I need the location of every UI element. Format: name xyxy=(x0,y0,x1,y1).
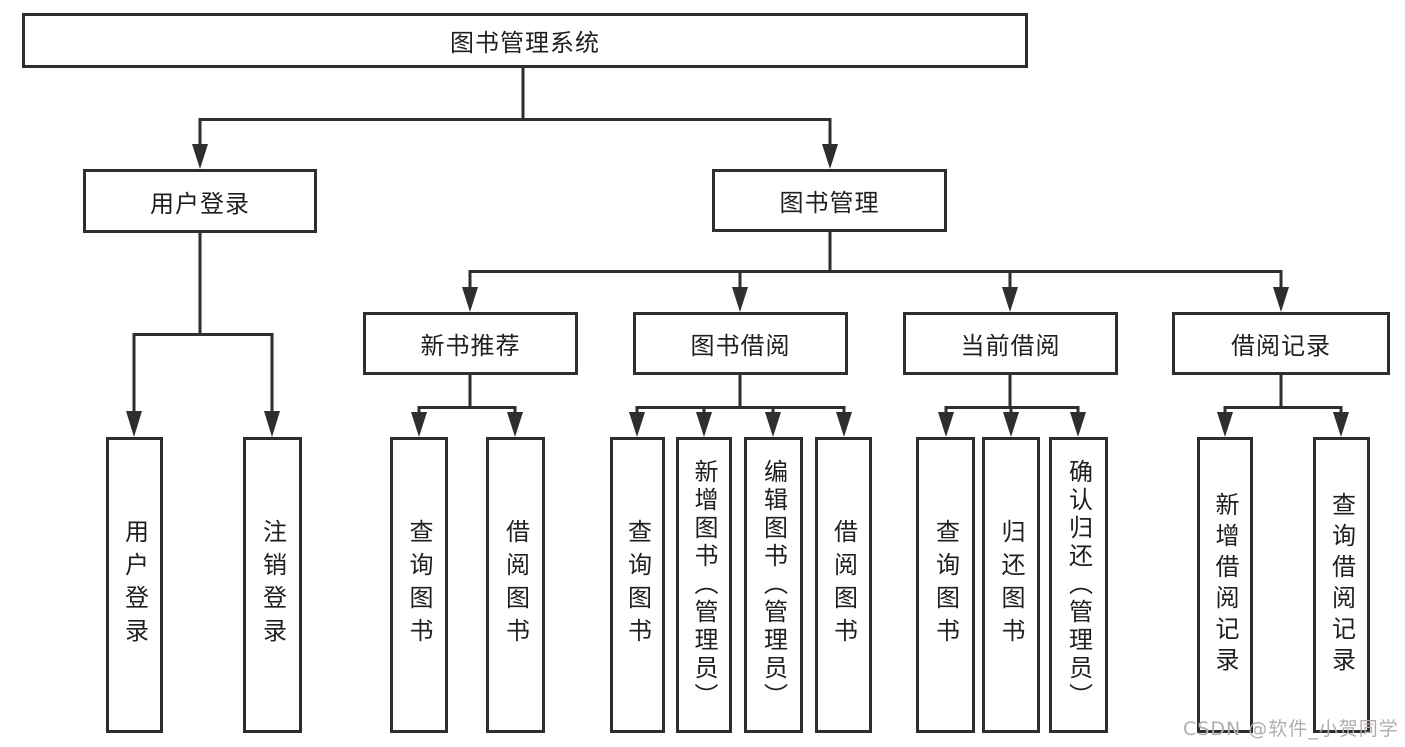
leaf-label: 查询图书 xyxy=(405,519,433,651)
leaf-borrow-books: 借阅图书 xyxy=(486,437,545,733)
leaf-label: 借阅图书 xyxy=(501,519,530,651)
node-label: 图书管理系统 xyxy=(450,29,600,57)
csdn-watermark: CSDN @软件_小贺同学 xyxy=(1183,718,1399,740)
leaf-query-borrow-record: 查询借阅记录 xyxy=(1313,437,1370,733)
node-label: 借阅记录 xyxy=(1231,332,1331,360)
leaf-edit-books-admin: 编辑图书（管理员） xyxy=(744,437,803,733)
leaf-label: 新增图书（管理员） xyxy=(690,459,718,711)
leaf-confirm-return-admin: 确认归还（管理员） xyxy=(1049,437,1108,733)
leaf-borrow-books: 借阅图书 xyxy=(815,437,872,733)
leaf-user-login: 用户登录 xyxy=(106,437,163,733)
node-label: 用户登录 xyxy=(150,189,250,218)
leaf-label: 注销登录 xyxy=(258,519,287,651)
node-borrowing-records: 借阅记录 xyxy=(1172,312,1390,375)
node-current-borrowing: 当前借阅 xyxy=(903,312,1118,375)
node-label: 图书借阅 xyxy=(690,332,791,360)
leaf-query-books: 查询图书 xyxy=(390,437,448,733)
node-book-borrowing: 图书借阅 xyxy=(633,312,848,375)
node-new-book-recommendation: 新书推荐 xyxy=(363,312,578,375)
leaf-label: 查询图书 xyxy=(931,519,960,651)
leaf-label: 借阅图书 xyxy=(829,519,858,651)
leaf-label: 新增借阅记录 xyxy=(1211,492,1239,678)
leaf-label: 查询图书 xyxy=(623,519,652,651)
leaf-logout: 注销登录 xyxy=(243,437,302,733)
node-library-management-system: 图书管理系统 xyxy=(22,13,1028,68)
node-label: 新书推荐 xyxy=(420,332,521,360)
leaf-label: 编辑图书（管理员） xyxy=(759,459,788,711)
node-user-login: 用户登录 xyxy=(83,169,317,233)
leaf-label: 查询借阅记录 xyxy=(1327,492,1356,678)
node-label: 当前借阅 xyxy=(960,332,1061,360)
leaf-label: 确认归还（管理员） xyxy=(1064,459,1093,711)
leaf-return-books: 归还图书 xyxy=(982,437,1040,733)
leaf-label: 归还图书 xyxy=(997,519,1025,651)
leaf-add-books-admin: 新增图书（管理员） xyxy=(676,437,732,733)
leaf-query-books: 查询图书 xyxy=(610,437,665,733)
leaf-query-books: 查询图书 xyxy=(916,437,975,733)
node-book-management: 图书管理 xyxy=(712,169,947,232)
node-label: 图书管理 xyxy=(779,189,880,217)
leaf-add-borrow-record: 新增借阅记录 xyxy=(1197,437,1253,733)
leaf-label: 用户登录 xyxy=(120,519,149,651)
